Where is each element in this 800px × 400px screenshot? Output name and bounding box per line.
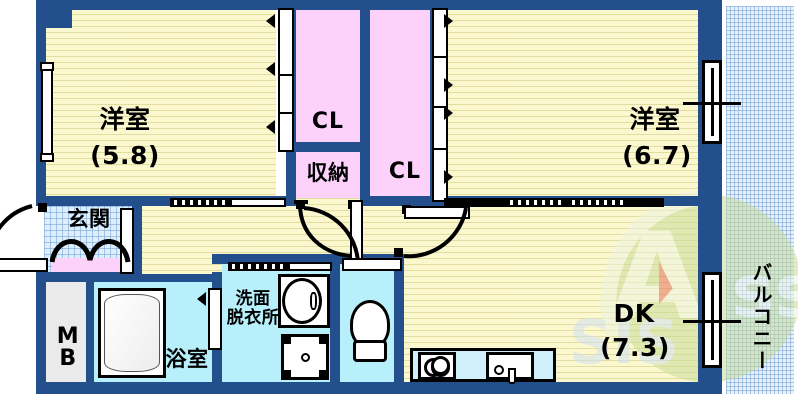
room-label-bedroom-right-size: (6.7) <box>622 141 692 170</box>
closet-right-door-2-arrow <box>444 78 453 92</box>
room-floor-meterbox <box>44 282 92 382</box>
bathroom-door[interactable] <box>208 288 222 350</box>
bedroom-right-sliding-door[interactable] <box>444 198 664 207</box>
closet-floor-right <box>370 8 440 198</box>
room-label-dk-size: (7.3) <box>600 333 670 362</box>
entrance-door-swing-arc <box>0 204 33 231</box>
toilet-room-top-opening <box>342 258 402 271</box>
storage-floor-shuno <box>296 152 360 198</box>
bedroom-left-window[interactable] <box>40 62 54 162</box>
toilet-door-swing-arc <box>403 207 468 259</box>
wall-bottom-outer <box>36 382 712 394</box>
wall-genkan-right <box>132 196 142 282</box>
closet-label-center: CL <box>311 109 345 134</box>
closet-floor-center <box>296 8 360 148</box>
washing-machine-pan-icon <box>281 334 329 380</box>
bedroom-left-sliding-door[interactable] <box>170 198 286 207</box>
room-label-dk-name: DK <box>613 299 655 328</box>
closet-right-door-1-arrow <box>444 14 453 28</box>
bathroom-door-arrow <box>197 292 206 306</box>
wall-closet-center-right <box>360 0 370 198</box>
closet-center-door-lower-arrow <box>266 120 275 134</box>
room-label-washroom: 洗面 脱衣所 <box>226 289 280 329</box>
stove-burner-3 <box>430 356 450 375</box>
wall-washroom-right <box>330 254 340 382</box>
closet-right-door-4-arrow <box>444 170 453 184</box>
meterbox-label: M B <box>56 324 80 371</box>
room-label-bedroom-right-name: 洋室 <box>629 105 681 134</box>
wall-mb-right <box>86 282 94 382</box>
storage-label-shuno: 収納 <box>306 161 350 185</box>
genkan-step <box>52 258 130 272</box>
entrance-door-hinge-top <box>38 203 47 212</box>
wall-hall-bath-divider <box>132 274 222 282</box>
genkan-inner-door[interactable] <box>120 208 134 274</box>
wall-balcony-inner <box>712 0 722 394</box>
room-label-bath: 浴室 <box>165 347 209 371</box>
toilet-door-panel[interactable] <box>404 206 470 219</box>
stove-icon <box>418 352 456 380</box>
toilet-tank-icon <box>353 340 387 362</box>
hall-door-2-swing-arc <box>303 206 360 263</box>
vanity-tap-icon <box>310 292 317 310</box>
dk-balcony-door[interactable] <box>683 272 741 368</box>
closet-center-door-upper[interactable] <box>278 8 294 76</box>
toilet-door-hinge-bottom <box>394 248 403 257</box>
wall-genkan-bottom <box>36 272 142 282</box>
wall-left-lower <box>36 274 46 394</box>
room-floor-bedroom-left-notch <box>68 8 276 28</box>
closet-center-door-lower[interactable] <box>278 112 294 152</box>
room-floor-bedroom-right <box>440 8 698 198</box>
bathtub-icon <box>98 288 166 378</box>
room-label-bedroom-left-size: (5.8) <box>90 141 160 170</box>
kitchen-faucet-icon <box>508 368 516 384</box>
closet-center-door-upper-arrow <box>266 14 275 28</box>
closet-right-door-3-arrow <box>444 106 453 120</box>
closet-label-right: CL <box>388 159 422 184</box>
closet-center-door-mid[interactable] <box>278 74 294 114</box>
wall-toilet-right <box>394 254 404 382</box>
wall-top-outer <box>44 0 712 10</box>
bedroom-right-balcony-door[interactable] <box>683 60 741 144</box>
room-floor-bedroom-left <box>44 8 276 198</box>
wall-top-left-notch <box>44 0 72 28</box>
room-label-bedroom-left-name: 洋室 <box>99 105 151 134</box>
washroom-door[interactable] <box>228 262 332 271</box>
wall-hall-top-left <box>36 196 296 206</box>
hall-door-1-swing-arc <box>298 203 353 258</box>
room-label-balcony: バルコニー <box>749 262 773 372</box>
hall-door-1-panel[interactable] <box>294 200 308 204</box>
closet-center-door-mid-arrow <box>266 62 275 76</box>
wall-washroom-top <box>212 254 334 264</box>
room-label-genkan: 玄関 <box>67 207 111 231</box>
shoe-cabinet-icon <box>50 239 131 263</box>
wall-closet-center-divider <box>286 142 370 152</box>
entrance-door-panel[interactable] <box>0 258 48 272</box>
